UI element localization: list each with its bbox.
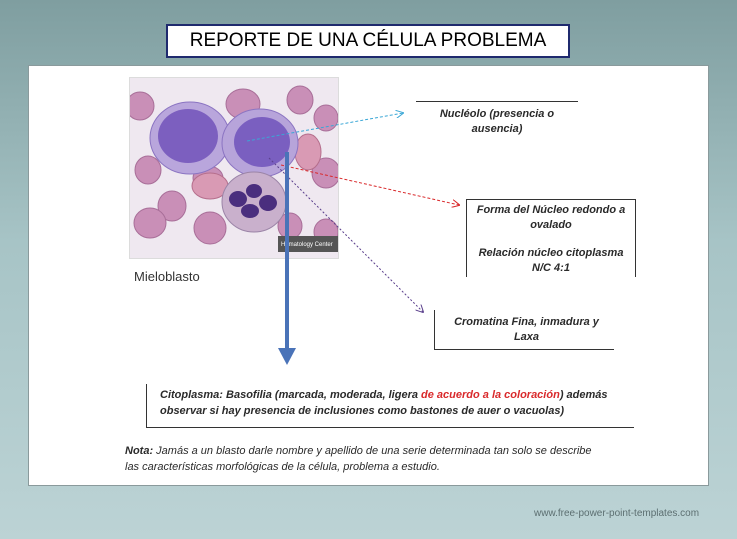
nucleolo-line2: ausencia) xyxy=(471,123,523,135)
cromatina-arrow xyxy=(268,157,423,312)
citoplasma-vrule xyxy=(146,384,147,427)
watermark-text: Hematology Center xyxy=(281,242,333,248)
nota-line1: Nota: Jamás a un blasto darle nombre y a… xyxy=(125,443,625,459)
forma-arrow xyxy=(280,164,459,205)
forma-vrule-right xyxy=(635,199,636,277)
relacion-line2: N/C 4:1 xyxy=(532,262,570,274)
citoplasma-text: Citoplasma: Basofilia (marcada, moderada… xyxy=(160,387,626,419)
nucleolo-line1: Nucléolo (presencia o xyxy=(439,108,555,120)
citoplasma-line1: Citoplasma: Basofilia (marcada, moderada… xyxy=(160,387,626,403)
cromatina-line2: Laxa xyxy=(513,331,540,343)
citoplasma-rule xyxy=(146,427,634,428)
cromatina-line1: Cromatina Fina, inmadura y xyxy=(454,316,599,328)
nucleolo-arrow xyxy=(246,113,403,142)
forma-label: Forma del Núcleo redondo a ovalado xyxy=(471,203,631,233)
nucleolo-label: Nucléolo (presencia o ausencia) xyxy=(422,107,572,137)
citoplasma-arrow-head xyxy=(278,348,296,365)
cromatina-label: Cromatina Fina, inmadura y Laxa xyxy=(444,315,609,345)
forma-rule xyxy=(466,199,636,200)
pointer-arrows xyxy=(246,66,710,365)
relacion-line1: Relación núcleo citoplasma xyxy=(478,247,624,259)
cromatina-vrule xyxy=(434,310,435,350)
micrograph-image: Hematology Center xyxy=(129,77,339,259)
forma-vrule-left xyxy=(466,199,467,277)
citoplasma-part2: ) además xyxy=(559,389,608,401)
forma-line1: Forma del Núcleo redondo a xyxy=(476,204,626,216)
nota-text: Nota: Jamás a un blasto darle nombre y a… xyxy=(125,443,625,475)
nota-label: Nota: xyxy=(125,445,154,457)
cell-caption: Mieloblasto xyxy=(134,269,200,284)
citoplasma-line2: observar si hay presencia de inclusiones… xyxy=(160,405,565,417)
nota-line2: las características morfológicas de la c… xyxy=(125,461,440,473)
cromatina-rule xyxy=(434,349,614,350)
nota-body: Jamás a un blasto darle nombre y apellid… xyxy=(153,445,592,457)
citoplasma-part1: Citoplasma: Basofilia (marcada, moderada… xyxy=(160,389,422,401)
nucleolo-rule xyxy=(416,101,578,102)
citoplasma-highlight: de acuerdo a la coloración xyxy=(421,389,560,401)
forma-line2: ovalado xyxy=(530,219,572,231)
slide-title: REPORTE DE UNA CÉLULA PROBLEMA xyxy=(166,24,570,58)
content-panel: Hematology Center Mieloblasto Nucléolo (… xyxy=(28,65,709,486)
relacion-label: Relación núcleo citoplasma N/C 4:1 xyxy=(471,246,631,276)
footer-url: www.free-power-point-templates.com xyxy=(534,508,700,519)
